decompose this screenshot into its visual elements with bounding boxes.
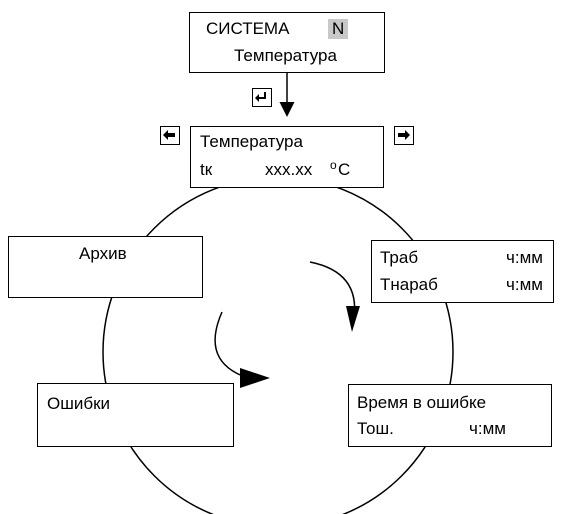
- error-time-row2-value: ч:мм: [469, 419, 506, 438]
- left-arrow-key-icon: [160, 126, 180, 145]
- right-arrow-key-icon: [394, 126, 414, 145]
- curved-arrow-left: [214, 311, 249, 379]
- errors-box: Ошибки: [37, 383, 234, 447]
- unit-celsius: C: [338, 160, 351, 179]
- work-row1-value: ч:мм: [506, 248, 543, 267]
- system-number: N: [328, 19, 349, 39]
- work-row2-value: ч:мм: [506, 275, 543, 294]
- error-time-box: Время в ошибке Тош. ч:мм: [348, 384, 552, 447]
- system-box: СИСТЕМА N Температура: [189, 12, 385, 73]
- tk-value: xxx.xx: [265, 160, 313, 179]
- error-time-row2-label: Тош.: [357, 419, 394, 438]
- system-title: СИСТЕМА: [206, 19, 290, 38]
- archive-box: Архив: [8, 236, 203, 298]
- curved-arrow-right-head: [346, 306, 360, 332]
- cycle-circle: [102, 176, 454, 514]
- archive-label: Архив: [79, 244, 127, 263]
- work-time-box: Траб ч:мм Тнараб ч:мм: [371, 240, 554, 303]
- error-time-title: Время в ошибке: [357, 393, 487, 412]
- enter-key-icon: [252, 88, 272, 107]
- work-row1-label: Траб: [380, 248, 419, 267]
- system-subtitle: Температура: [234, 46, 337, 65]
- curved-arrow-left-head: [240, 368, 270, 388]
- tk-label: tк: [200, 160, 213, 179]
- temperature-box: Температура tк xxx.xx o C: [190, 126, 384, 188]
- temperature-title: Температура: [200, 132, 303, 151]
- degree-sign: o: [330, 158, 337, 172]
- work-row2-label: Тнараб: [380, 275, 438, 294]
- errors-label: Ошибки: [47, 394, 111, 413]
